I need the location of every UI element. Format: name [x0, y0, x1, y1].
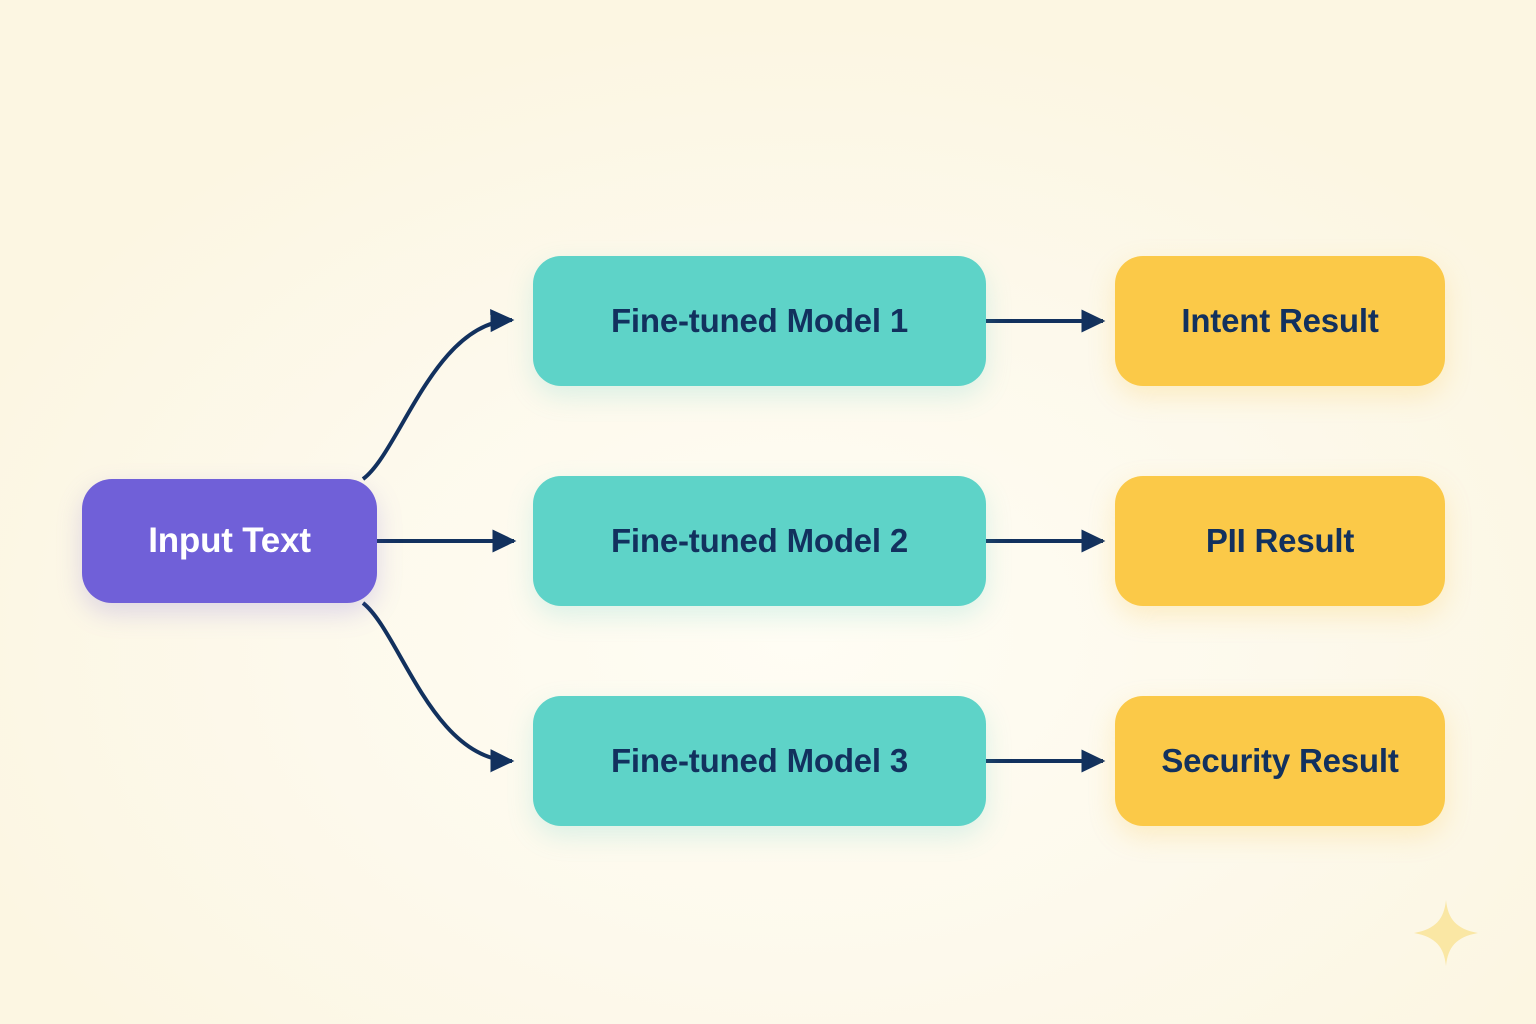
- node-security-result-label: Security Result: [1161, 742, 1399, 779]
- edge-input-to-model-1: [361, 308, 515, 481]
- sparkle-icon: [1414, 900, 1478, 966]
- node-input-text-label: Input Text: [148, 521, 311, 560]
- node-intent-result-label: Intent Result: [1181, 302, 1379, 339]
- node-fine-tuned-model-1[interactable]: Fine-tuned Model 1: [533, 256, 986, 386]
- node-fine-tuned-model-3-label: Fine-tuned Model 3: [610, 742, 909, 779]
- node-fine-tuned-model-2-label: Fine-tuned Model 2: [610, 522, 909, 559]
- node-fine-tuned-model-1-label: Fine-tuned Model 1: [610, 302, 909, 339]
- node-security-result[interactable]: Security Result: [1115, 696, 1445, 826]
- node-input-text[interactable]: Input Text: [82, 479, 377, 603]
- node-pii-result[interactable]: PII Result: [1115, 476, 1445, 606]
- edge-input-to-model-3: [361, 601, 515, 773]
- node-pii-result-label: PII Result: [1205, 522, 1355, 559]
- node-fine-tuned-model-3[interactable]: Fine-tuned Model 3: [533, 696, 986, 826]
- node-fine-tuned-model-2[interactable]: Fine-tuned Model 2: [533, 476, 986, 606]
- node-intent-result[interactable]: Intent Result: [1115, 256, 1445, 386]
